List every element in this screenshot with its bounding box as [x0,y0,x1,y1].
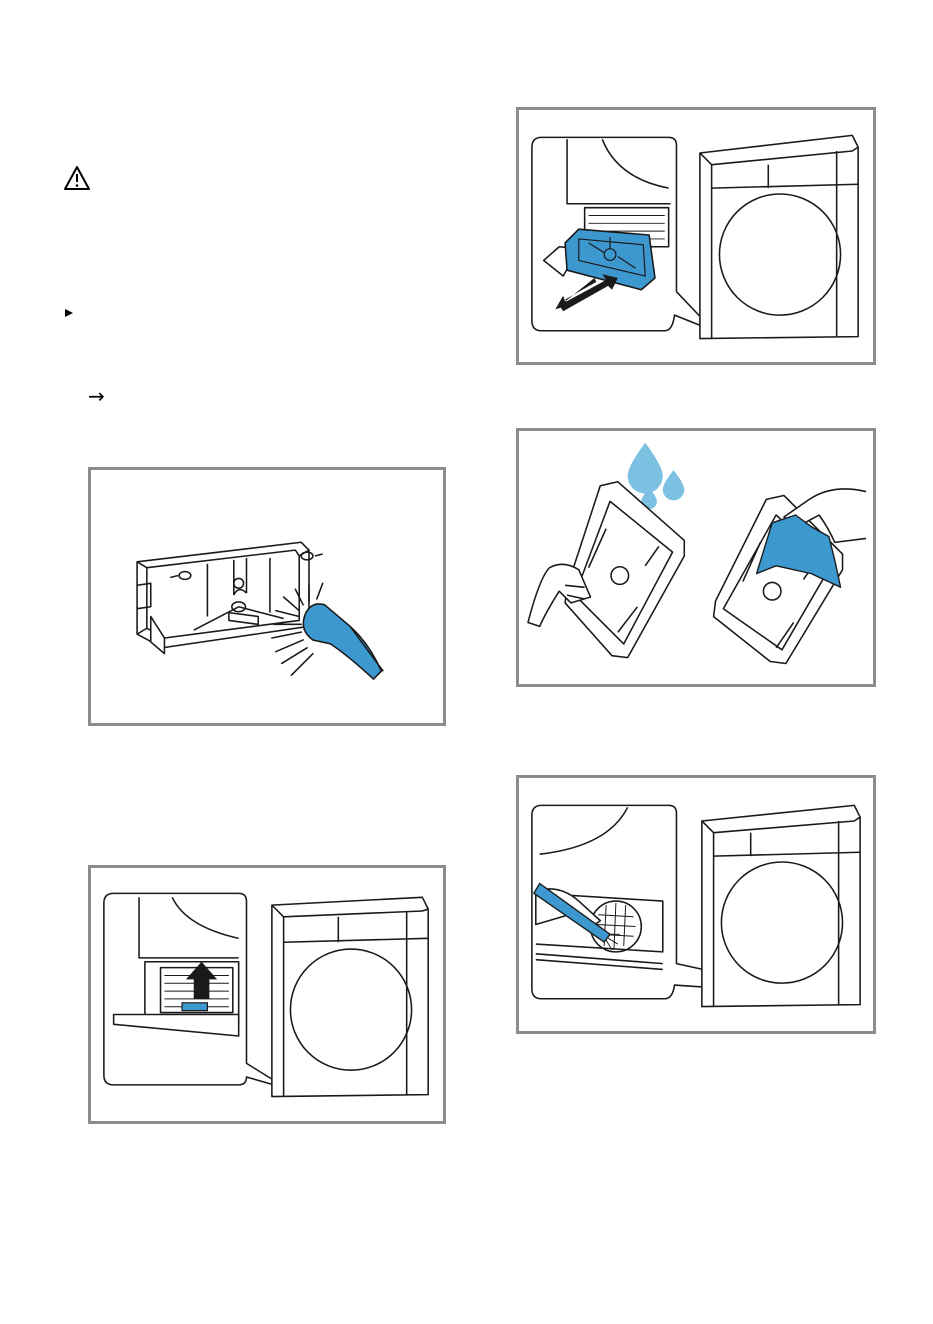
play-bullet-icon [64,305,74,315]
figure-lift-filter-out-of-appliance [88,865,446,1124]
result-arrow-icon: → [88,386,105,406]
figure-pull-out-filter-drawer [516,107,876,365]
figure-clean-filter-housing-with-brush [516,775,876,1034]
warning-triangle-icon [63,165,91,191]
figure-rinse-and-wipe-filter [516,428,876,687]
figure-brush-cleaning-filter-frame [88,467,446,726]
